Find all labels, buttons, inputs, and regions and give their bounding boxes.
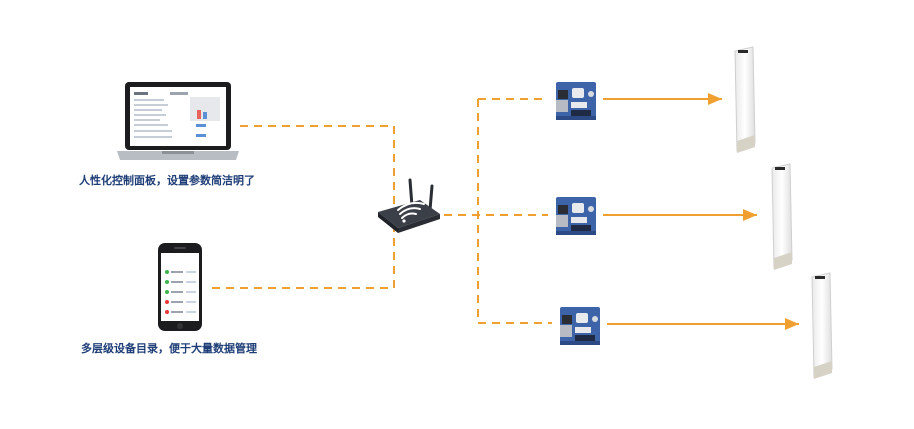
connection-lines — [212, 98, 552, 324]
laptop-icon — [117, 82, 239, 160]
controller-board-icon — [556, 82, 596, 120]
controller-board-icon — [560, 307, 600, 345]
gate-arrows — [603, 93, 799, 330]
controller-board-icon — [556, 197, 596, 235]
wifi-router-icon — [378, 178, 440, 233]
laptop-router-link — [240, 125, 395, 206]
phone-router-link — [212, 228, 395, 289]
eas-security-gate-icon — [734, 46, 756, 153]
eas-security-gate-icon — [811, 272, 833, 379]
phone-caption: 多层级设备目录，便于大量数据管理 — [81, 342, 257, 355]
smartphone-icon — [158, 243, 202, 331]
eas-security-gate-icon — [771, 163, 793, 270]
laptop-caption: 人性化控制面板，设置参数简洁明了 — [79, 174, 255, 187]
